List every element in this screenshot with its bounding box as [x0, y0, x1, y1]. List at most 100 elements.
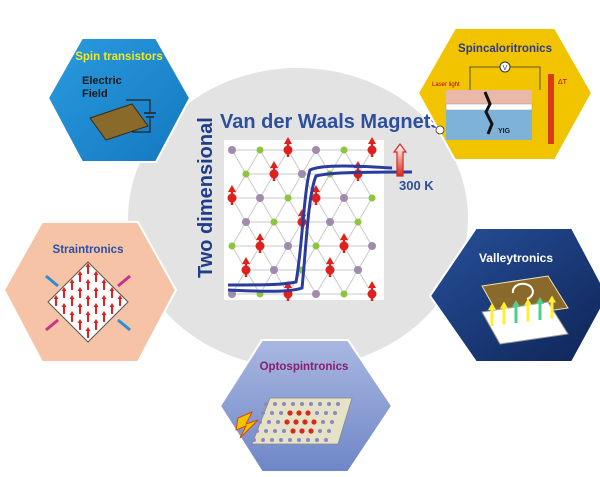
- lattice-bond: [329, 173, 345, 199]
- lattice-atom-purple: [354, 266, 362, 274]
- opto-lattice-atom: [293, 419, 299, 425]
- strain-spin-head: [77, 271, 83, 275]
- strain-arrow-bottom-right: [117, 318, 131, 332]
- opto-lattice-atom: [300, 402, 304, 406]
- lattice-bond: [329, 197, 345, 223]
- lattice-bond: [315, 149, 331, 175]
- thermometer-icon: [392, 143, 408, 177]
- hexagon-label-optospintronics: Optospintronics: [260, 361, 349, 373]
- lattice-bond: [245, 221, 261, 247]
- opto-lattice-atom: [302, 419, 308, 425]
- lattice-bond: [273, 221, 289, 247]
- lattice-bond: [301, 173, 317, 199]
- strain-spin-head: [85, 311, 91, 315]
- hexagon-label-valleytronics: Valleytronics: [479, 251, 553, 265]
- opto-lattice-atom: [267, 420, 271, 424]
- lattice-bond: [315, 245, 331, 271]
- opto-lattice-atom: [324, 411, 328, 415]
- opto-lattice-atom: [279, 411, 283, 415]
- lattice-bond: [357, 173, 373, 199]
- lattice-bond: [231, 245, 247, 271]
- lattice-bond: [259, 221, 275, 247]
- lattice-bond: [259, 197, 275, 223]
- lattice-bond: [329, 269, 345, 295]
- temperature-gradient-bar: [548, 74, 554, 144]
- spin-arrow-head: [270, 161, 278, 168]
- strain-arrow-bottom-left: [45, 318, 59, 332]
- valley-spin-head: [536, 297, 544, 304]
- delta-t-label: ΔT: [558, 79, 568, 86]
- lattice-bond: [259, 149, 275, 175]
- strain-spin-head: [77, 319, 83, 323]
- valley-rotation-icon: [511, 282, 534, 300]
- hexagon-valleytronics: Valleytronics: [428, 227, 600, 363]
- opto-lattice-atom: [287, 410, 293, 416]
- opto-lattice-atom: [273, 402, 277, 406]
- spin-arrow-head: [340, 233, 348, 240]
- valley-spin-head: [488, 303, 496, 310]
- opto-lattice-atom: [321, 420, 325, 424]
- center-side-label: Two dimensional: [195, 117, 217, 278]
- opto-lattice-atom: [261, 411, 265, 415]
- strain-spin-head: [93, 319, 99, 323]
- spin-arrow-head: [312, 185, 320, 192]
- lattice-atom-purple: [256, 194, 264, 202]
- lattice-atom-magnetic: [283, 145, 293, 155]
- lattice-atom-green: [340, 146, 348, 154]
- opto-lattice-atom: [327, 429, 331, 433]
- opto-lattice-atom: [297, 438, 301, 442]
- spin-arrow-head: [368, 137, 376, 144]
- lattice-bond: [245, 197, 261, 223]
- lattice-bond: [245, 173, 261, 199]
- field-circuit: [126, 99, 151, 133]
- lattice-bond: [273, 173, 289, 199]
- lattice-atom-magnetic: [227, 193, 237, 203]
- lattice-bond: [287, 221, 303, 247]
- lattice-atom-green: [270, 218, 278, 226]
- hexagon-optospintronics: Optospintronics: [218, 339, 394, 473]
- lattice-atom-purple: [284, 242, 292, 250]
- lattice-atom-purple: [312, 146, 320, 154]
- strain-spin-head: [69, 295, 75, 299]
- opto-lattice-sheet: [251, 397, 353, 445]
- lattice-atom-purple: [242, 218, 250, 226]
- opto-lattice-atom: [255, 429, 259, 433]
- lattice-atom-purple: [326, 218, 334, 226]
- lattice-atom-green: [368, 194, 376, 202]
- opto-lattice-atom: [315, 438, 319, 442]
- opto-lattice-atom: [308, 428, 314, 434]
- strain-spin-head: [69, 311, 75, 315]
- valley-spin-head: [500, 301, 508, 309]
- opto-lattice-atom: [296, 410, 302, 416]
- opto-lattice-atom: [258, 420, 262, 424]
- strain-spin-head: [117, 295, 123, 299]
- lattice-bond: [315, 221, 331, 247]
- lattice-bond: [343, 197, 359, 223]
- lattice-atom-purple: [298, 170, 306, 178]
- strain-spin-head: [53, 295, 59, 299]
- lattice-bond: [231, 197, 247, 223]
- lattice-atom-magnetic: [269, 169, 279, 179]
- spin-arrow-head: [284, 137, 292, 144]
- laser-light-label: Laser light: [432, 82, 460, 88]
- opto-lattice-atom: [252, 438, 256, 442]
- lattice-atom-purple: [312, 290, 320, 298]
- strain-spin-head: [101, 279, 107, 283]
- lattice-bond: [273, 197, 289, 223]
- valley-spin-head: [548, 295, 556, 303]
- lattice-atom-green: [354, 218, 362, 226]
- strain-spin-head: [85, 327, 91, 331]
- opto-lattice-atom: [305, 410, 311, 416]
- strain-spin-head: [85, 279, 91, 283]
- lattice-bond: [343, 173, 359, 199]
- electric-field-label-1: Electric: [82, 75, 122, 87]
- hexagon-label-spin-transistors: Spin transistors: [75, 51, 163, 63]
- opto-lattice-atom: [270, 411, 274, 415]
- lattice-bond: [273, 245, 289, 271]
- lattice-atom-magnetic: [325, 265, 335, 275]
- spin-arrow-head: [368, 281, 376, 288]
- strain-spin-head: [77, 303, 83, 307]
- opto-lattice-atom: [282, 402, 286, 406]
- spin-arrow-head: [326, 257, 334, 264]
- spin-arrow-head: [228, 185, 236, 192]
